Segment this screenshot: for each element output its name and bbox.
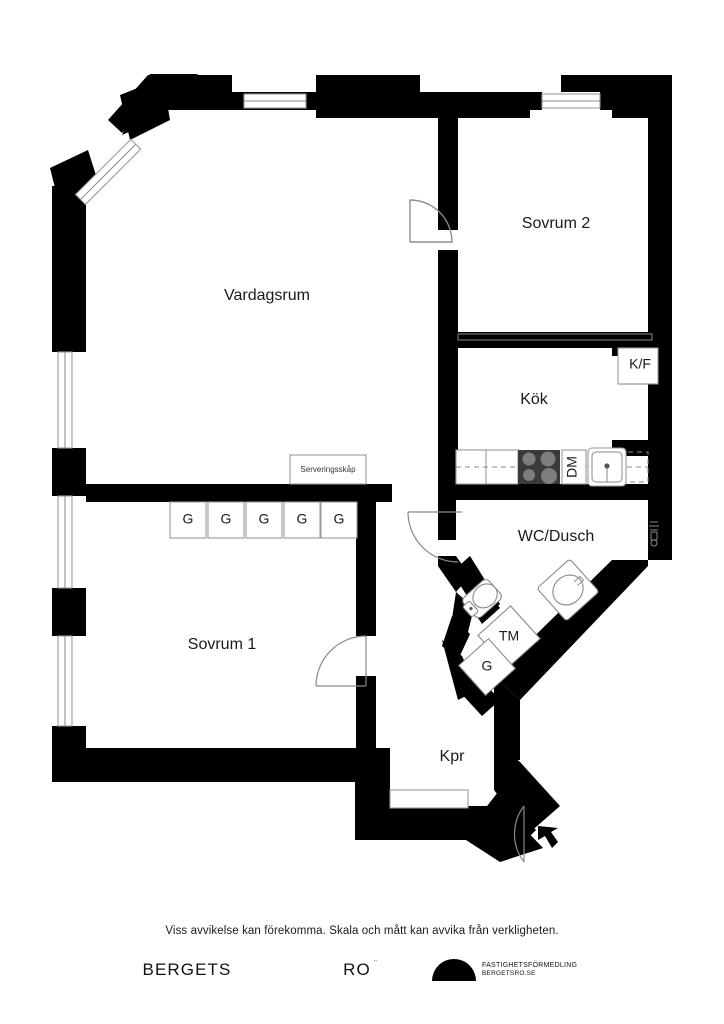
kpr-closet [389,789,469,809]
entrance-door [513,805,558,863]
serveringsskap-box: Serveringsskåp [289,454,367,485]
room-label-kok: Kök [520,391,549,408]
footer: Viss avvikelse kan förekomma. Skala och … [0,925,724,981]
bathroom-fixtures: TM G [457,521,659,697]
shower-icon [649,521,659,547]
brand-row: BERGETS RO¨ FASTIGHETSFÖRMEDLING BERGETS… [0,959,724,981]
logo-line-1: FASTIGHETSFÖRMEDLING [482,962,578,970]
room-labels: Vardagsrum Sovrum 2 Kök Sovrum 1 WC/Dusc… [188,215,594,765]
interior-walls [86,92,668,764]
room-label-vardagsrum: Vardagsrum [224,287,310,304]
wardrobe-label-3: G [259,511,270,527]
room-label-sovrum2: Sovrum 2 [522,215,591,232]
brand-logo-text: FASTIGHETSFÖRMEDLING BERGETSRO.SE [482,962,577,978]
wardrobe-row: G G G G G [169,501,358,539]
brand-ro-text: RO [343,960,371,979]
logo-line-2: BERGETSRO.SE [482,970,536,978]
brand-bergets-cell: BERGETS [92,960,282,980]
kitchen-fixtures: DM K/F [455,347,659,487]
disclaimer-text: Viss avvikelse kan förekomma. Skala och … [165,925,559,937]
door-sovrum2 [409,199,453,243]
windows [57,93,601,727]
wardrobe-label-2: G [221,511,232,527]
brand-logo-cell: FASTIGHETSFÖRMEDLING BERGETSRO.SE [432,959,632,981]
brand-bergets: BERGETS [142,960,232,979]
door-sovrum1 [315,635,367,687]
wardrobe-label-4: G [297,511,308,527]
exterior-walls [50,74,672,862]
brand-ro: RO¨ [343,959,377,980]
fixture-label-dm: DM [564,456,580,478]
fixture-label-tm: TM [499,628,519,644]
room-label-sovrum1: Sovrum 1 [188,636,257,653]
door-hall-kok [407,511,462,563]
fixture-label-kf: K/F [629,356,651,372]
sink-icon [537,559,599,621]
wardrobe-label-1: G [183,511,194,527]
fixture-label-g-hall: G [482,658,493,674]
room-label-kpr: Kpr [440,748,466,765]
brand-ro-cell: RO¨ [282,959,432,980]
toilet-icon [462,579,502,619]
room-label-wc-dusch: WC/Dusch [518,528,594,545]
serveringsskap-label: Serveringsskåp [300,465,356,474]
brand-logo: FASTIGHETSFÖRMEDLING BERGETSRO.SE [432,959,632,981]
doors [315,199,558,863]
brand-ro-diacritic: ¨ [374,959,378,968]
dome-logo-icon [432,959,476,981]
wardrobe-label-5: G [334,511,345,527]
hall-wardrobe-box [457,637,517,697]
